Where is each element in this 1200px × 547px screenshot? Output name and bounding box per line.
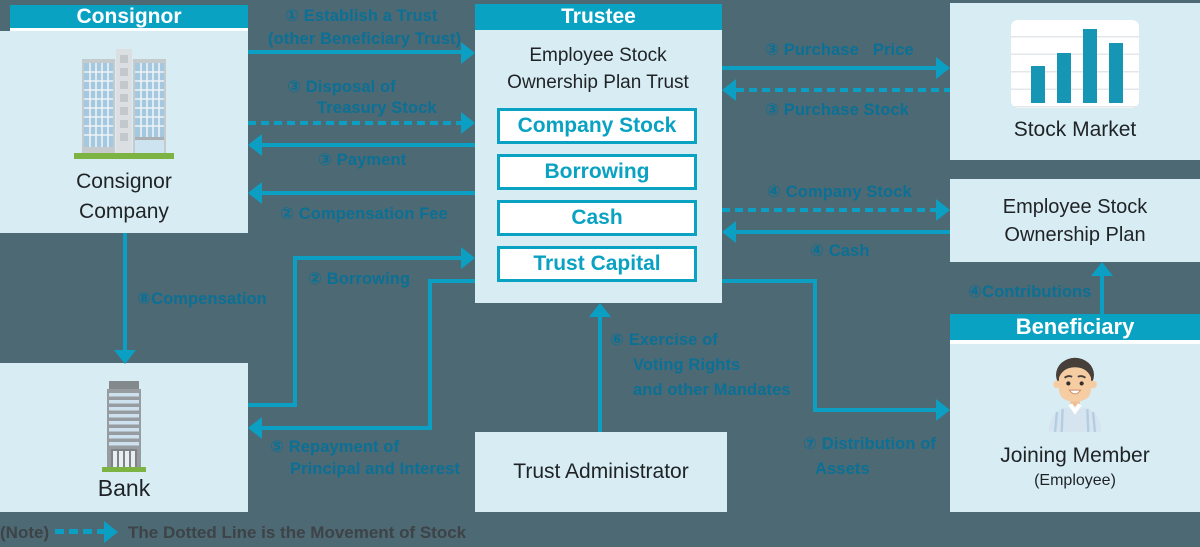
distribution-arrowhead (936, 399, 950, 421)
repayment-arrow-segment-3 (262, 426, 432, 430)
asset-borrowing-label: Borrowing (544, 160, 650, 183)
disposal-arrow-line (248, 121, 462, 125)
purchase-price-arrowhead (936, 57, 950, 79)
joining-member-label: Joining Member (1000, 444, 1150, 467)
office-building-icon (74, 49, 174, 159)
distribution-label-2: Assets (815, 460, 870, 478)
payment-arrow-line (262, 143, 475, 147)
employee-sublabel: (Employee) (1034, 472, 1116, 489)
cash-label: ④ Cash (810, 242, 870, 260)
compensation-arrowhead (114, 350, 136, 364)
distribution-arrow-segment-2 (813, 279, 817, 412)
borrowing-label: ② Borrowing (308, 270, 411, 288)
repayment-arrowhead (248, 417, 262, 439)
consignor-company-label: Consignor Company (76, 170, 172, 223)
repayment-label-2: Principal and Interest (290, 460, 460, 478)
asset-box-trust-capital: Trust Capital (497, 246, 697, 282)
distribution-arrow-segment-3 (813, 408, 936, 412)
employee-avatar-icon (1048, 357, 1102, 432)
voting-rights-label-3: and other Mandates (633, 381, 791, 399)
borrowing-arrowhead (461, 247, 475, 269)
establish-trust-label-2: (other Beneficiary Trust) (268, 30, 462, 48)
contributions-arrowhead (1091, 262, 1113, 276)
trust-administrator-panel: Trust Administrator (475, 432, 727, 512)
establish-trust-arrow-line (248, 50, 463, 54)
establish-trust-label-1: ① Establish a Trust (285, 7, 438, 25)
note-arrowhead (104, 521, 118, 543)
disposal-label-1: ③ Disposal of (287, 78, 396, 96)
trust-administrator-label: Trust Administrator (513, 460, 689, 483)
asset-box-borrowing: Borrowing (497, 154, 697, 190)
purchase-stock-arrowhead (722, 79, 736, 101)
repayment-label-1: ⑤ Repayment of (270, 438, 400, 456)
bank-panel: Bank (0, 363, 248, 512)
compensation-fee-arrowhead (248, 182, 262, 204)
disposal-arrowhead (461, 112, 475, 134)
consignor-header-label: Consignor (76, 4, 182, 28)
bank-label: Bank (97, 475, 151, 501)
esop-panel: Employee Stock Ownership Plan (950, 179, 1200, 262)
asset-box-company-stock: Company Stock (497, 108, 697, 144)
borrowing-arrow-segment-1 (248, 403, 297, 407)
stock-market-label: Stock Market (1013, 118, 1137, 141)
payment-label: ③ Payment (318, 151, 407, 169)
asset-cash-label: Cash (571, 206, 623, 229)
compensation-fee-label: ② Compensation Fee (280, 205, 448, 223)
purchase-stock-label: ③ Purchase Stock (765, 101, 909, 119)
contributions-arrow-line (1100, 276, 1104, 314)
consignor-header: Consignor (10, 5, 248, 31)
voting-rights-label-2: Voting Rights (633, 356, 741, 374)
consignor-panel: Consignor Company (0, 31, 248, 233)
asset-box-cash: Cash (497, 200, 697, 236)
trustee-header: Trustee (475, 4, 722, 30)
asset-company-stock-label: Company Stock (517, 114, 677, 137)
distribution-label-1: ⑦ Distribution of (803, 435, 936, 453)
beneficiary-header: Beneficiary (950, 314, 1200, 344)
purchase-price-arrow-line (722, 66, 937, 70)
note-prefix: (Note) (0, 523, 50, 542)
bank-building-icon (102, 381, 146, 472)
establish-trust-arrowhead (461, 42, 475, 64)
compensation-arrow-line (123, 233, 127, 350)
voting-rights-label-1: ⑥ Exercise of (610, 331, 718, 349)
trustee-header-label: Trustee (561, 5, 636, 28)
purchase-price-label: ③ Purchase Price (765, 41, 914, 59)
repayment-arrow-segment-1 (430, 279, 475, 283)
compensation-fee-arrow-line (262, 191, 475, 195)
company-stock-label: ④ Company Stock (767, 183, 912, 201)
trustee-panel: Employee Stock Ownership Plan Trust Comp… (475, 30, 722, 303)
company-stock-arrow-line (722, 208, 936, 212)
stock-chart-icon (1011, 20, 1139, 108)
company-stock-arrowhead (936, 199, 950, 221)
distribution-arrow-segment-1 (722, 279, 817, 283)
contributions-label: ④Contributions (968, 283, 1092, 301)
borrowing-arrow-segment-3 (293, 256, 461, 260)
borrowing-arrow-segment-2 (293, 256, 297, 407)
stock-market-panel: Stock Market (950, 3, 1200, 160)
beneficiary-panel: Joining Member (Employee) (950, 344, 1200, 512)
repayment-arrow-segment-2 (428, 279, 432, 430)
purchase-stock-arrow-line (736, 88, 950, 92)
trustee-title: Employee Stock Ownership Plan Trust (507, 45, 689, 93)
cash-arrow-line (736, 230, 950, 234)
asset-trust-capital-label: Trust Capital (533, 252, 661, 275)
esop-label: Employee Stock Ownership Plan (1002, 196, 1148, 246)
beneficiary-header-label: Beneficiary (1015, 314, 1135, 339)
voting-rights-arrowhead (589, 303, 611, 317)
compensation-label: ⑧Compensation (137, 290, 267, 308)
note-dashed-line (55, 529, 105, 534)
payment-arrowhead (248, 134, 262, 156)
voting-rights-arrow-line (598, 317, 602, 432)
note-text: The Dotted Line is the Movement of Stock (128, 523, 467, 542)
cash-arrowhead (722, 221, 736, 243)
disposal-label-2: Treasury Stock (317, 99, 437, 117)
